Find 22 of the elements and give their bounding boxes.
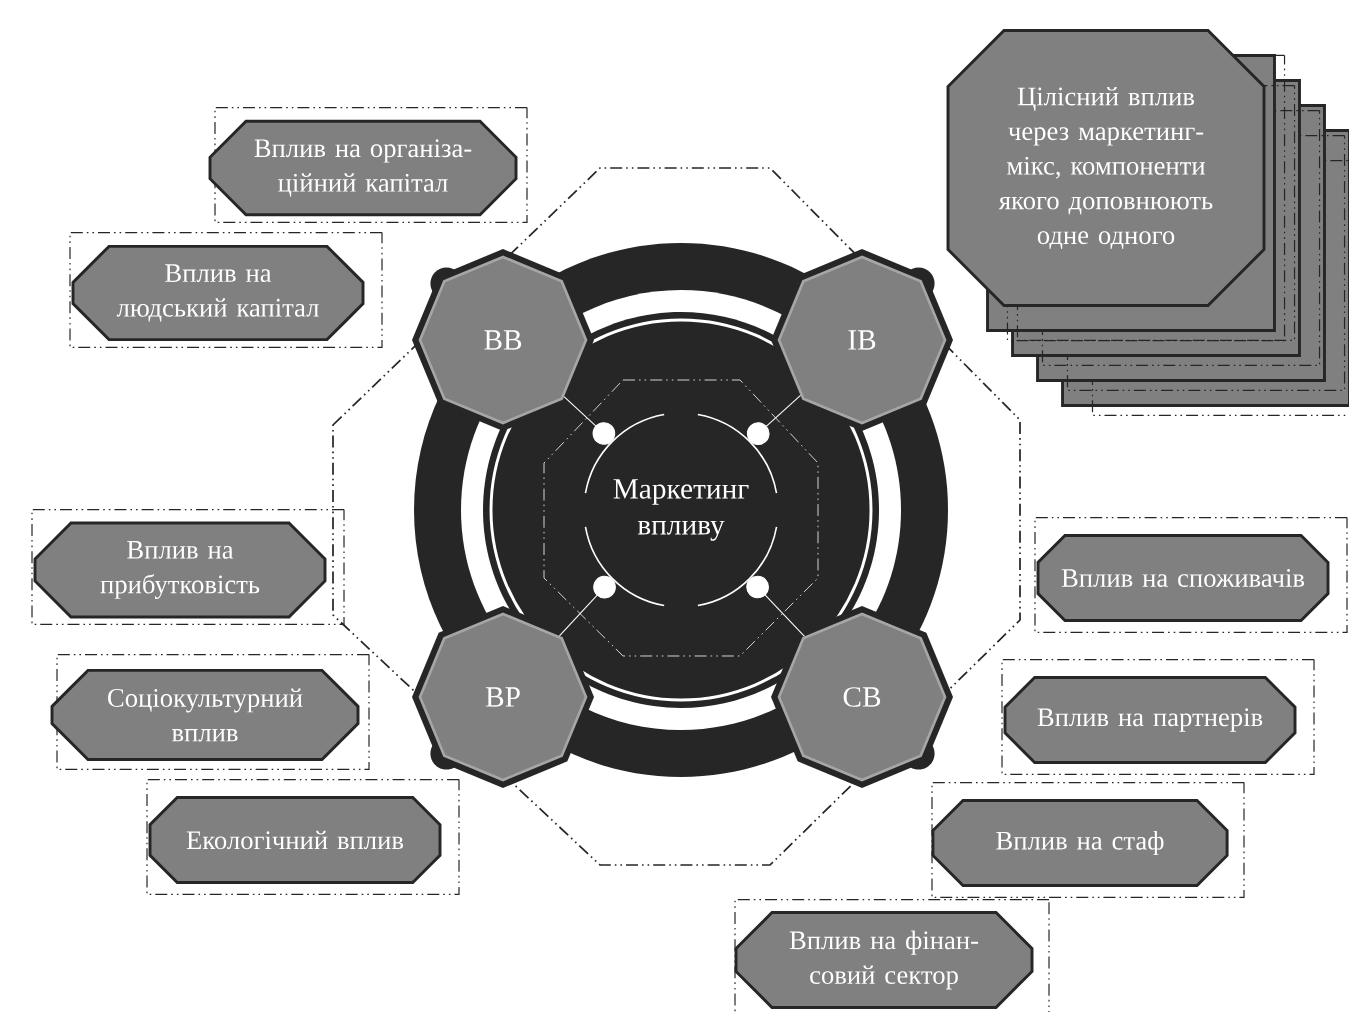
node-label: СВ bbox=[843, 687, 881, 707]
impact-box: Вплив на організа- ційний капітал bbox=[208, 106, 528, 224]
connector-line bbox=[746, 394, 802, 445]
impact-box: Вплив на партнерів bbox=[1001, 658, 1315, 776]
impact-box: Вплив на людський капітал bbox=[69, 231, 383, 349]
octagon: ІВ bbox=[771, 249, 953, 431]
impact-box: Цілісний вплив через маркетинг-мікс, компоненти якого доповнюють одне одного bbox=[946, 29, 1349, 417]
node-label: ВВ bbox=[484, 330, 522, 350]
impact-box: Вплив на прибутковість bbox=[31, 508, 345, 626]
octagon: СВ bbox=[771, 606, 953, 788]
connector-line bbox=[746, 575, 805, 637]
connector-line bbox=[558, 575, 616, 637]
impact-box: Вплив на споживачів bbox=[1034, 516, 1348, 634]
octagon: ВР bbox=[412, 606, 594, 788]
connector-line bbox=[563, 396, 616, 445]
impact-box: Екологічний вплив bbox=[146, 778, 460, 896]
impact-box: Вплив на стаф bbox=[931, 781, 1245, 899]
node-label: ВР bbox=[485, 687, 520, 707]
octagon: ВВ bbox=[412, 249, 594, 431]
impact-box: Вплив на фінан- совий сектор bbox=[734, 898, 1050, 1012]
node-label: ІВ bbox=[848, 330, 876, 350]
impact-box: Соціокультурний вплив bbox=[50, 653, 370, 771]
